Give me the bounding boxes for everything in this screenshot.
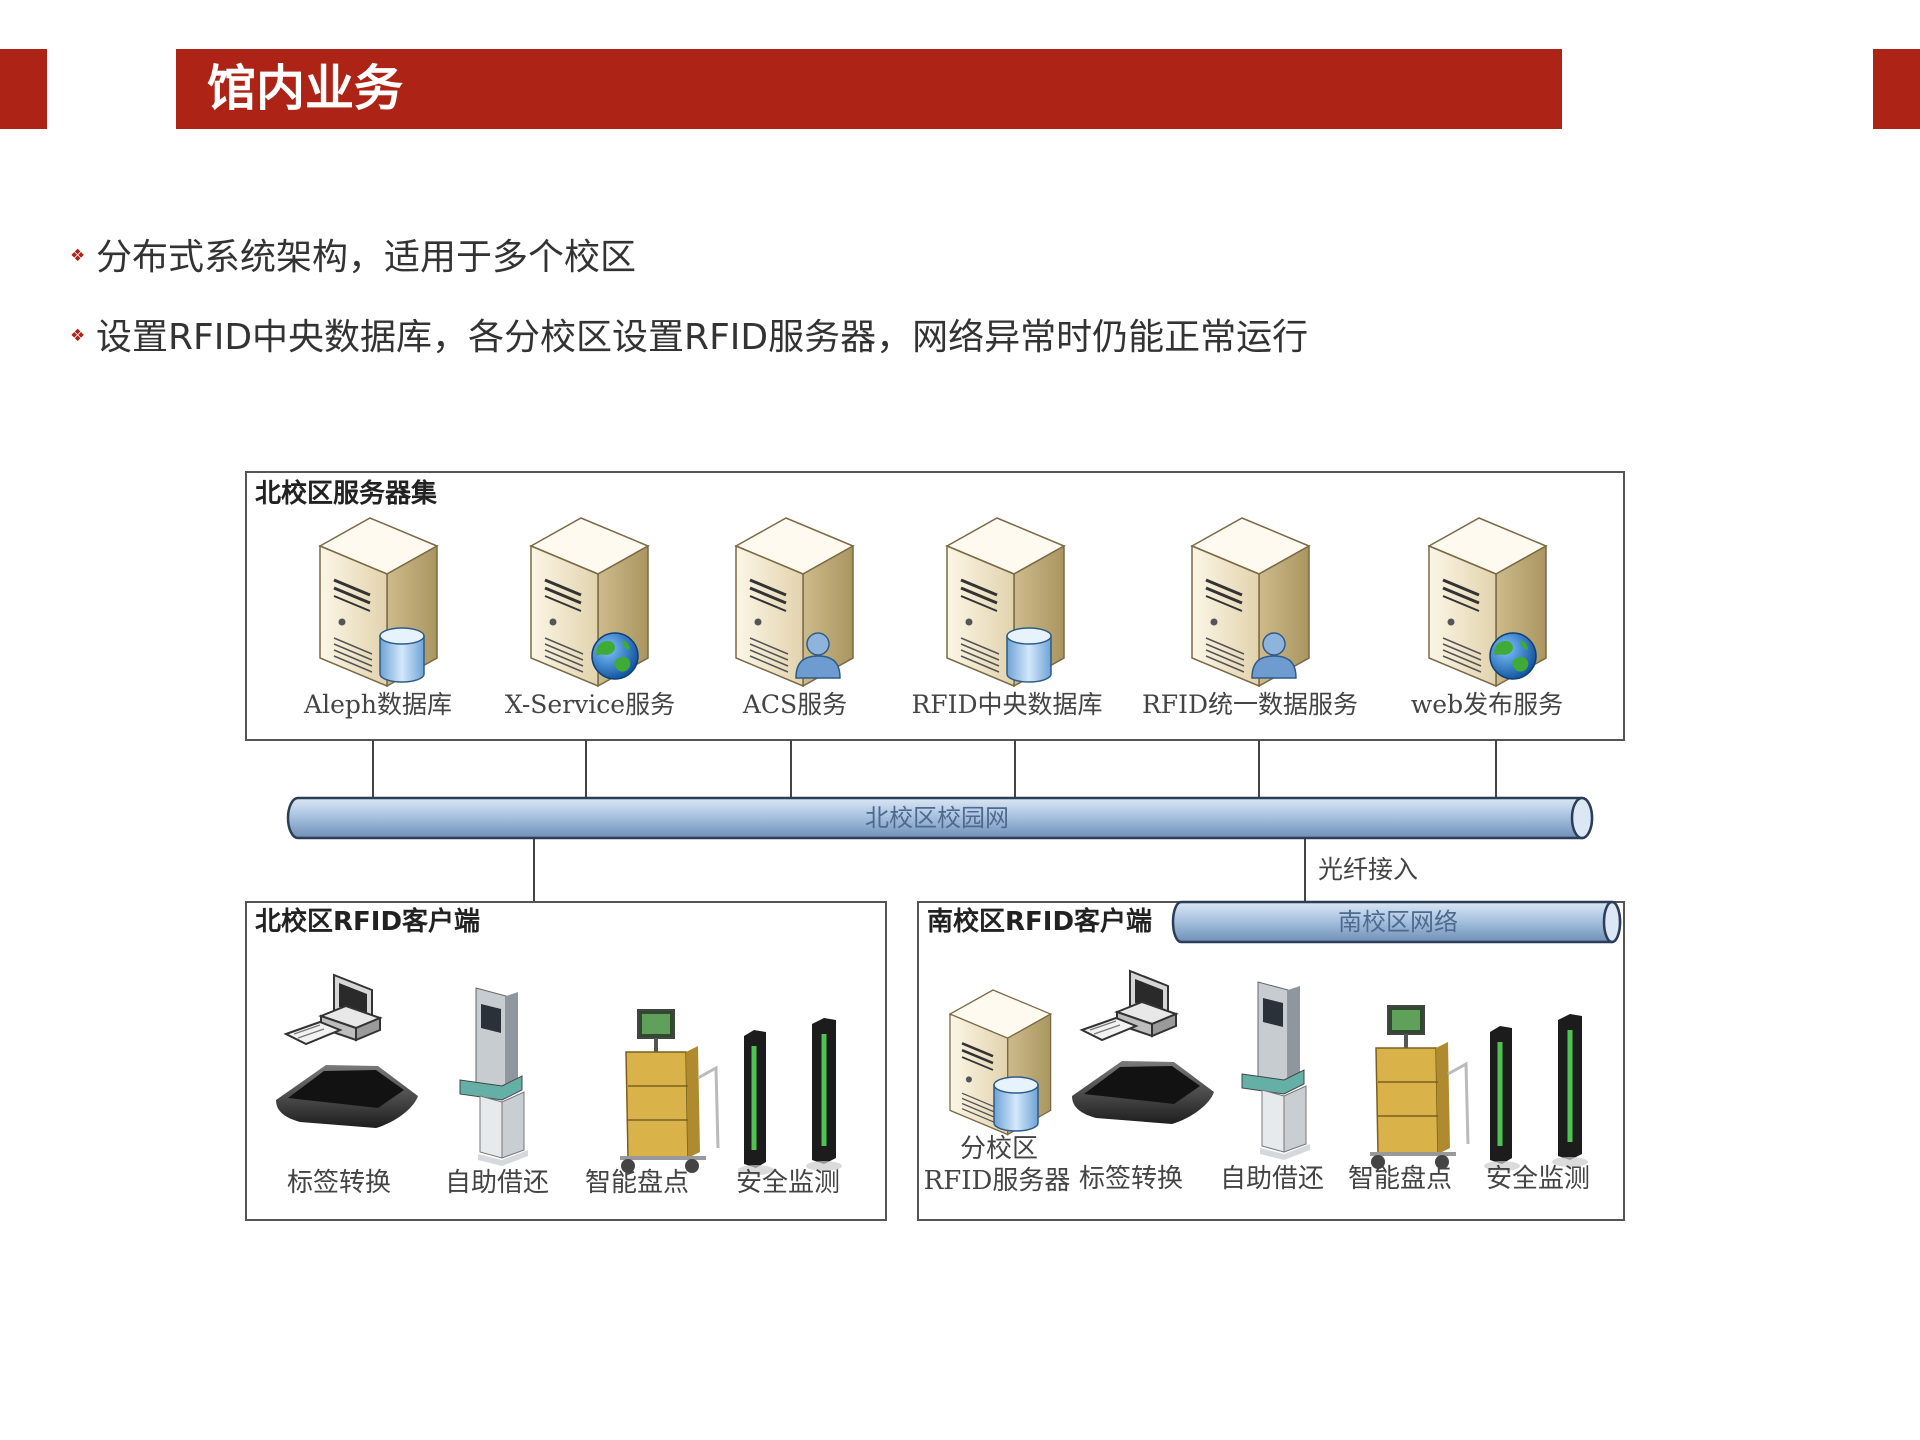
branch-rfid-server bbox=[948, 988, 1052, 1136]
server-aleph bbox=[318, 516, 439, 688]
server-rfid-data-service bbox=[1190, 516, 1311, 688]
server-label: ACS服务 bbox=[742, 690, 847, 719]
north-client-group: 北校区RFID客户端 标签转换 自助借还 智能盘点 安全监测 bbox=[245, 901, 887, 1221]
client-label: 安全监测 bbox=[736, 1168, 840, 1198]
north-client-title: 北校区RFID客户端 bbox=[255, 906, 480, 937]
bullet-item: ❖ 设置RFID中央数据库，各分校区设置RFID服务器，网络异常时仍能正常运行 bbox=[70, 313, 1308, 363]
bullet-item: ❖ 分布式系统架构，适用于多个校区 bbox=[70, 233, 636, 283]
north-client-box bbox=[245, 901, 887, 1221]
slide-title: 馆内业务 bbox=[207, 60, 404, 117]
client-label: 安全监测 bbox=[1486, 1164, 1590, 1194]
database-icon bbox=[379, 627, 425, 683]
database-icon bbox=[993, 1076, 1039, 1132]
server-label: Aleph数据库 bbox=[303, 690, 452, 719]
server-icon bbox=[734, 516, 855, 688]
branch-server-label: 分校区 bbox=[960, 1134, 1038, 1164]
server-label: web发布服务 bbox=[1411, 690, 1563, 719]
diamond-bullet-icon: ❖ bbox=[70, 326, 86, 346]
server-web-publish bbox=[1427, 516, 1548, 688]
server-label: RFID统一数据服务 bbox=[1142, 690, 1358, 719]
server-acs bbox=[734, 516, 855, 688]
server-label: X-Service服务 bbox=[505, 690, 675, 719]
client-label: 自助借还 bbox=[1220, 1164, 1324, 1194]
campus-network-label: 北校区校园网 bbox=[865, 804, 1009, 832]
server-rfid-central-db bbox=[945, 516, 1066, 688]
bullet-text: 分布式系统架构，适用于多个校区 bbox=[96, 237, 637, 278]
campus-network-pipe: 北校区校园网 bbox=[286, 796, 1594, 840]
client-label: 标签转换 bbox=[287, 1168, 391, 1198]
south-client-title: 南校区RFID客户端 bbox=[927, 906, 1152, 937]
north-server-title: 北校区服务器集 bbox=[255, 478, 438, 509]
client-label: 智能盘点 bbox=[1348, 1164, 1452, 1194]
south-network-pipe: 南校区网络 bbox=[1171, 900, 1622, 944]
server-label: RFID中央数据库 bbox=[911, 690, 1102, 719]
north-server-group: 北校区服务器集 Aleph数据库 X-Service服务 ACS服务 RFI bbox=[245, 471, 1625, 741]
header-bar bbox=[176, 49, 1562, 129]
bullet-text: 设置RFID中央数据库，各分校区设置RFID服务器，网络异常时仍能正常运行 bbox=[96, 317, 1309, 358]
fiber-access-label: 光纤接入 bbox=[1318, 855, 1418, 884]
globe-icon bbox=[591, 632, 639, 680]
server-icon bbox=[1190, 516, 1311, 688]
north-server-box bbox=[245, 471, 1625, 741]
branch-server-label: RFID服务器 bbox=[924, 1166, 1071, 1196]
south-client-group: 南校区RFID客户端 南校区网络 分校区 RFID服务器 标签转换 自助借还 智… bbox=[917, 900, 1625, 1221]
header-accent-right bbox=[1873, 49, 1920, 129]
diamond-bullet-icon: ❖ bbox=[70, 246, 86, 266]
client-label: 智能盘点 bbox=[585, 1168, 689, 1198]
header-accent-left bbox=[0, 49, 47, 129]
database-icon bbox=[1006, 627, 1052, 683]
server-x-service bbox=[529, 516, 650, 688]
client-label: 标签转换 bbox=[1079, 1164, 1183, 1194]
globe-icon bbox=[1489, 632, 1537, 680]
south-network-label: 南校区网络 bbox=[1338, 908, 1458, 936]
client-label: 自助借还 bbox=[445, 1168, 549, 1198]
